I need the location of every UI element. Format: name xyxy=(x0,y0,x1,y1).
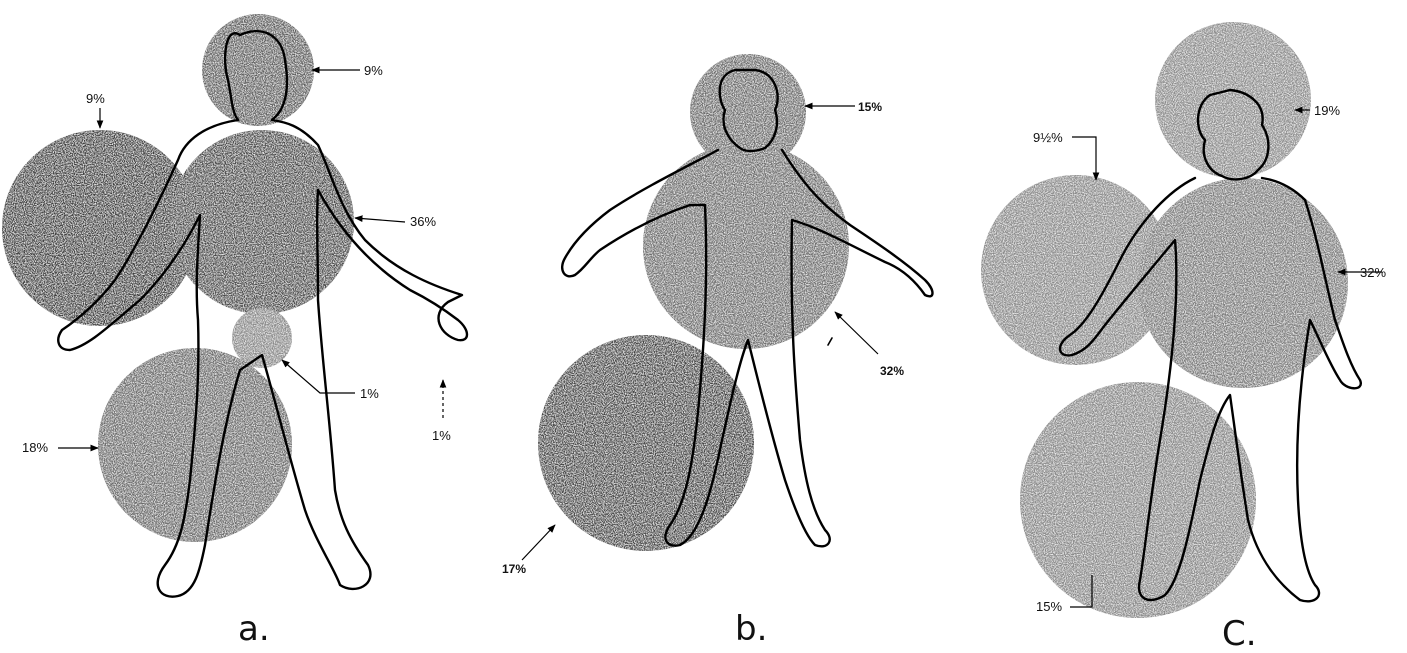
label-b-head: 15% xyxy=(858,100,882,114)
label-a-arm: 9% xyxy=(86,91,105,106)
label-a-trunk: 36% xyxy=(410,214,436,229)
panel-b: 15% 32% 17% b. xyxy=(502,54,933,649)
circle-c-leg xyxy=(1020,382,1256,618)
panel-c: 19% 9½% 32% 15% C. xyxy=(981,22,1386,653)
circle-c-trunk xyxy=(1138,178,1348,388)
circle-a-leg xyxy=(98,348,292,542)
panel-a: 9% 9% 36% 1% 18% 1% a. xyxy=(2,14,467,649)
label-a-other: 1% xyxy=(432,428,451,443)
label-a-leg: 18% xyxy=(22,440,48,455)
label-c-head: 19% xyxy=(1314,103,1340,118)
panel-label-a: a. xyxy=(238,609,270,649)
label-c-trunk: 32% xyxy=(1360,265,1386,280)
panel-label-b: b. xyxy=(735,609,767,649)
label-b-trunk: 32% xyxy=(880,364,904,378)
label-c-arm: 9½% xyxy=(1033,130,1063,145)
label-b-leg: 17% xyxy=(502,562,526,576)
label-c-leg: 15% xyxy=(1036,599,1062,614)
panel-label-c: C. xyxy=(1222,614,1257,653)
circle-c-head xyxy=(1155,22,1311,178)
label-a-head: 9% xyxy=(364,63,383,78)
label-a-genitals: 1% xyxy=(360,386,379,401)
